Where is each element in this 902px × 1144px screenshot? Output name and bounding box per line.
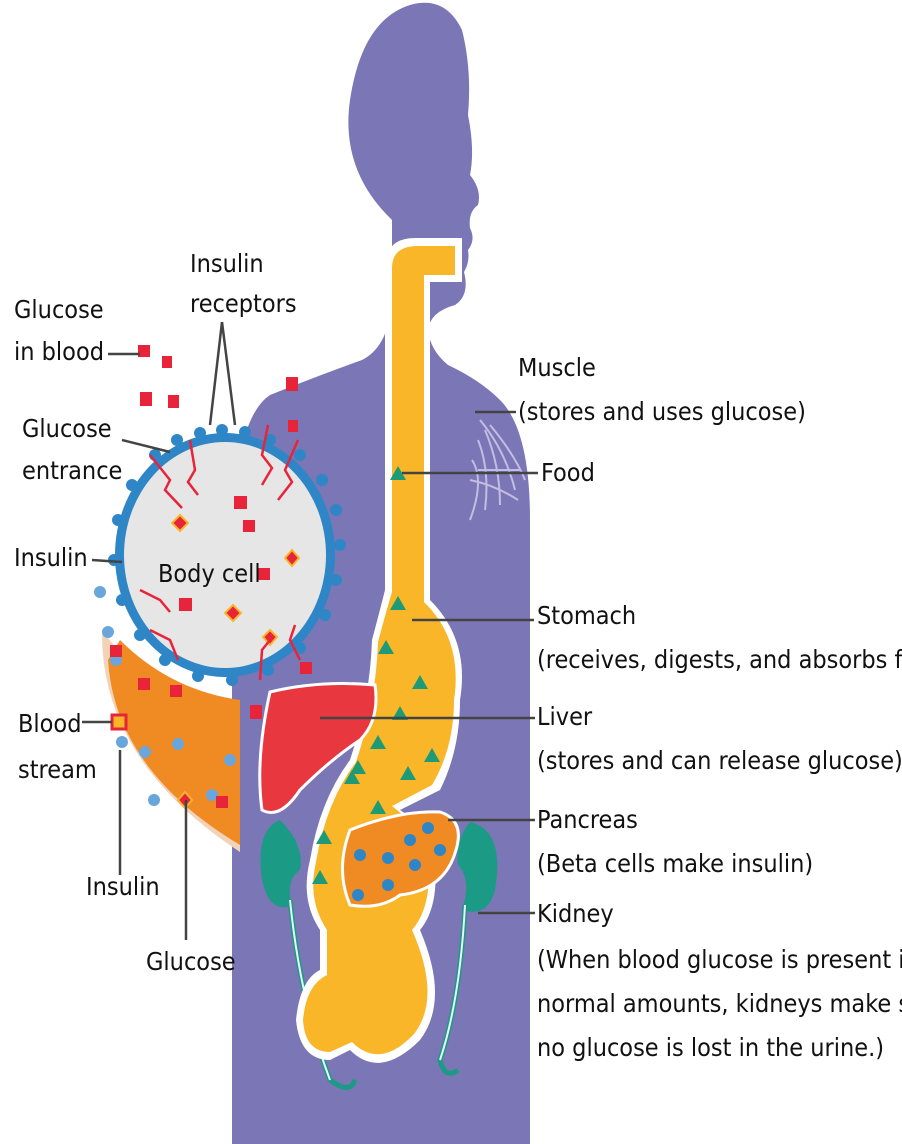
label-glucose-entrance: Glucose entrance [22,414,122,485]
liver-line-2: (stores and can release glucose) [537,746,902,775]
label-glucose-stream: Glucose [146,947,236,976]
kidney-line-3: normal amounts, kidneys make sure [537,989,902,1018]
label-insulin-cell: Insulin [14,543,88,572]
label-insulin-stream: Insulin [86,872,160,901]
insulin-receptors-line-2: receptors [190,289,297,318]
label-blood-stream: Blood stream [18,709,97,784]
label-food: Food [541,458,595,487]
glucose-entrance-line-2: entrance [22,456,122,485]
blood-stream-line-1: Blood [18,709,81,738]
label-liver: Liver (stores and can release glucose) [537,702,902,775]
pancreas-line-1: Pancreas [537,805,638,834]
insulin-receptors-line-1: Insulin [190,249,264,278]
label-muscle: Muscle (stores and uses glucose) [518,353,806,426]
kidney-line-4: no glucose is lost in the urine.) [537,1033,884,1062]
glucose-in-blood-line-2: in blood [14,337,104,366]
liver-line-1: Liver [537,702,593,731]
kidney-line-2: (When blood glucose is present in [537,945,902,974]
blood-stream-line-2: stream [18,755,97,784]
label-body-cell: Body cell [158,559,261,588]
label-insulin-receptors: Insulin receptors [190,249,297,318]
label-stomach: Stomach (receives, digests, and absorbs … [537,601,902,674]
stomach-line-2: (receives, digests, and absorbs food) [537,645,902,674]
label-glucose-in-blood: Glucose in blood [14,295,111,366]
muscle-line-2: (stores and uses glucose) [518,397,806,426]
stomach-line-1: Stomach [537,601,636,630]
muscle-line-1: Muscle [518,353,596,382]
label-pancreas: Pancreas (Beta cells make insulin) [537,805,813,878]
glucose-in-blood-line-1: Glucose [14,295,104,324]
kidney-line-1: Kidney [537,899,614,928]
glucose-entrance-line-1: Glucose [22,414,112,443]
label-kidney: Kidney (When blood glucose is present in… [537,899,902,1062]
pancreas-line-2: (Beta cells make insulin) [537,849,813,878]
